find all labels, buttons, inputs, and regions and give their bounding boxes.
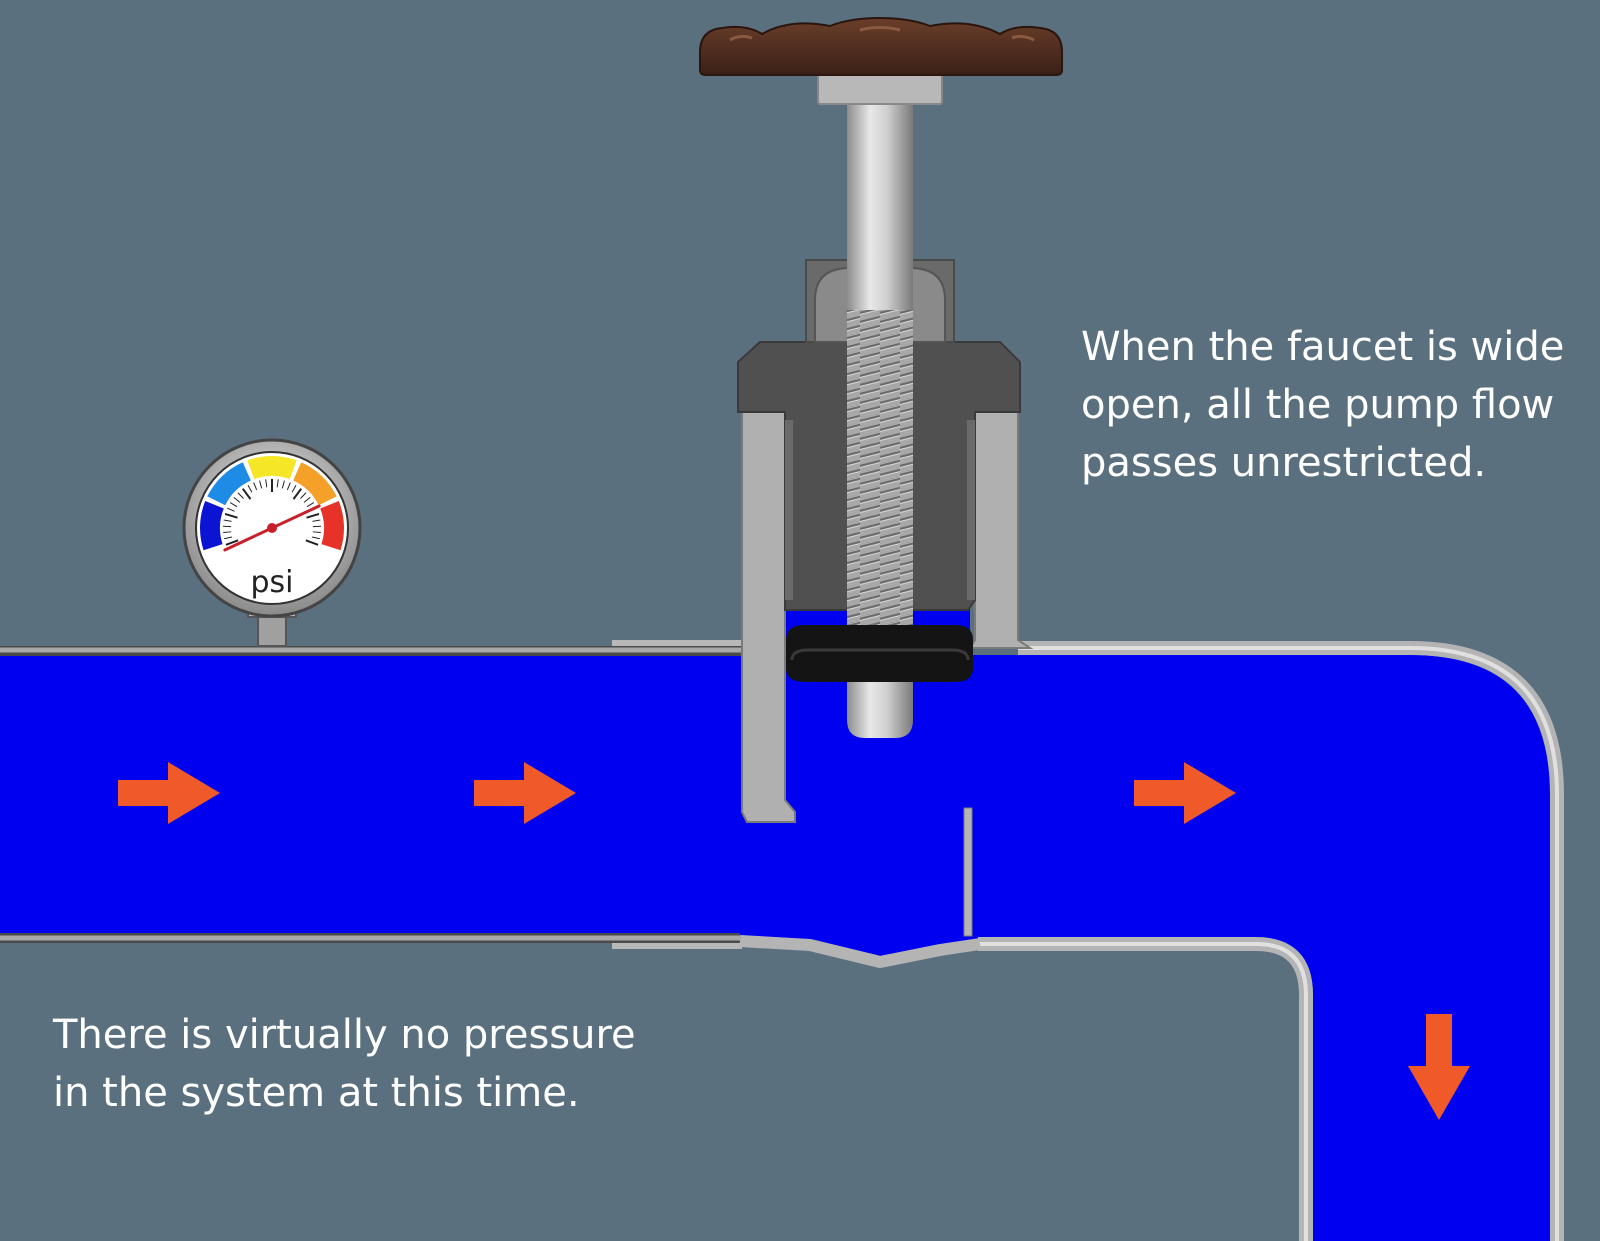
handle-collar	[817, 71, 943, 105]
gauge-tick	[286, 482, 291, 491]
faucet-valve-icon	[699, 16, 1063, 105]
gauge-tick	[224, 536, 233, 540]
gauge-tick	[306, 512, 320, 519]
arrow-down-icon	[1408, 1014, 1470, 1120]
valve-body-bottom	[739, 935, 981, 968]
gauge-tick	[237, 492, 244, 499]
valve-washer	[786, 625, 973, 682]
arrow-right-icon	[474, 762, 576, 824]
valve-seat-divider	[963, 807, 973, 937]
gauge-tick	[311, 536, 320, 540]
gauge-tick	[281, 480, 285, 489]
gauge-band	[293, 462, 337, 506]
gauge-band	[320, 501, 344, 551]
gauge-ticks	[223, 479, 321, 546]
gauge-tick	[276, 479, 279, 488]
gauge-tick	[233, 496, 241, 503]
arrow-right-icon	[118, 762, 220, 824]
flow-arrows	[118, 762, 1470, 1120]
gauge-hub	[267, 523, 277, 533]
gauge-tick	[265, 479, 268, 488]
gauge-tick	[253, 482, 258, 491]
pipe-inner-wall-right	[978, 937, 1313, 1241]
valve-handle	[699, 16, 1063, 76]
gauge-unit-label: psi	[250, 565, 293, 600]
water-main	[0, 600, 1550, 1241]
gauge-tick	[224, 512, 238, 519]
gauge-tick	[303, 496, 311, 503]
valve-stem	[786, 98, 973, 738]
stem-upper	[847, 98, 913, 338]
no-pressure-caption: There is virtually no pressure in the sy…	[53, 1012, 636, 1116]
gauge-tick	[241, 488, 252, 500]
pipe-walls	[0, 640, 1564, 1241]
stem-threaded	[847, 310, 913, 630]
water-flow	[0, 600, 1550, 1241]
gauge-tick	[247, 485, 253, 493]
valve-outlet-wall	[968, 411, 1034, 649]
gauge-tick	[223, 519, 232, 522]
gauge-tick	[227, 507, 235, 512]
gauge-tick	[305, 539, 319, 546]
gauge-band	[247, 456, 297, 480]
gauge-tick	[312, 531, 321, 534]
pressure-gauge-icon: psi	[182, 438, 362, 647]
gauge-tick	[259, 480, 263, 489]
faucet-open-caption: When the faucet is wide open, all the pu…	[1081, 324, 1565, 486]
gauge-tick	[229, 502, 238, 508]
gauge-tick	[225, 539, 239, 546]
gauge-tick	[291, 485, 297, 493]
gauge-color-bands	[200, 456, 344, 551]
gauge-band	[207, 462, 251, 506]
gauge-band	[200, 501, 224, 551]
gauge-tick	[306, 502, 315, 508]
gauge-tick	[223, 531, 232, 534]
gauge-tick	[292, 488, 303, 500]
arrow-right-icon	[1134, 762, 1236, 824]
gauge-tick	[312, 519, 321, 522]
gauge-tick	[300, 492, 307, 499]
